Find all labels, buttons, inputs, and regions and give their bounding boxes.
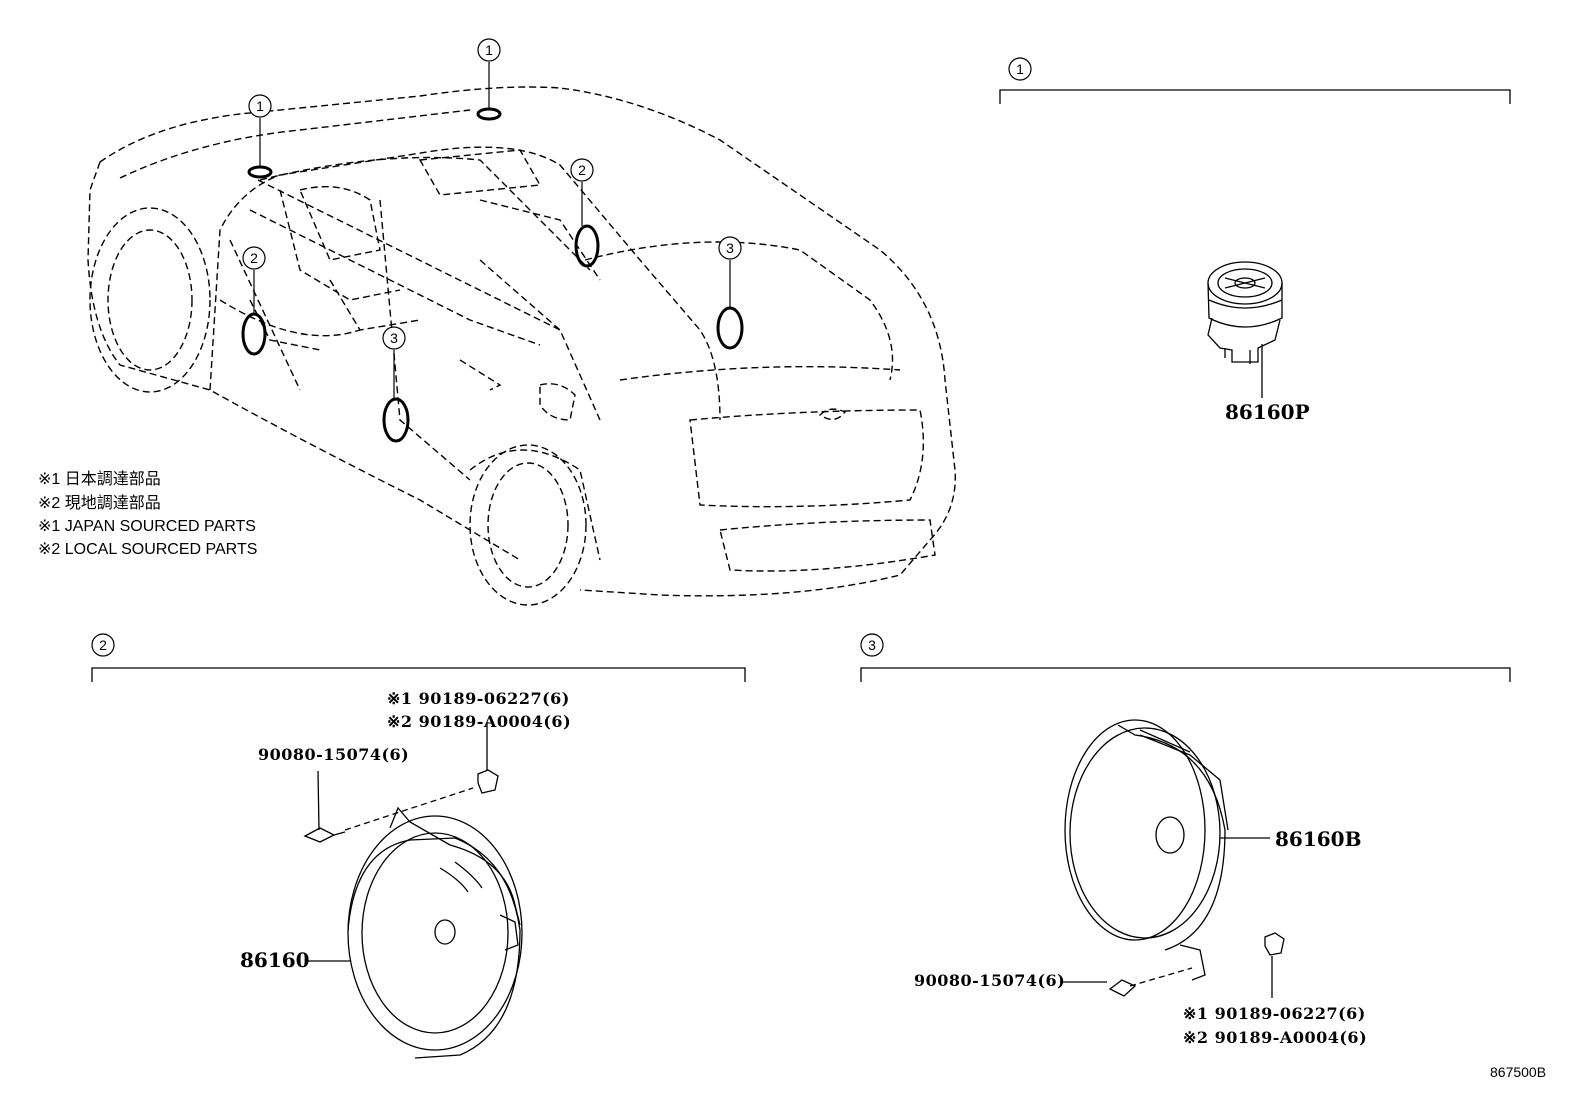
clip-part-local-rear[interactable]: ※2 90189-A0004(6) bbox=[1183, 1028, 1368, 1047]
group-brackets bbox=[91, 89, 1511, 682]
car-outline bbox=[87, 86, 956, 606]
note-japan-en: ※1 JAPAN SOURCED PARTS bbox=[38, 518, 256, 535]
group1-bracket bbox=[999, 89, 1511, 104]
svg-text:1: 1 bbox=[1016, 61, 1024, 77]
svg-text:2: 2 bbox=[99, 637, 107, 653]
part-number-86160B[interactable]: 86160B bbox=[1275, 827, 1362, 851]
group3-callout: 3 bbox=[860, 633, 884, 657]
note-local-en: ※2 LOCAL SOURCED PARTS bbox=[38, 541, 258, 558]
group2-bracket bbox=[91, 667, 746, 682]
callout-leaders bbox=[253, 62, 731, 399]
marker-rear-door-left bbox=[382, 397, 410, 443]
marker-rear-door-right bbox=[716, 306, 744, 350]
note-local-jp: ※2 現地調達部品 bbox=[38, 495, 161, 512]
svg-text:2: 2 bbox=[250, 250, 258, 266]
svg-text:3: 3 bbox=[868, 637, 876, 653]
speaker-markers bbox=[241, 107, 744, 443]
marker-tweeter-left bbox=[247, 165, 273, 179]
callout-1-a: 1 bbox=[248, 94, 272, 118]
callout-2-a: 2 bbox=[242, 246, 266, 270]
group-callouts: 1 2 3 bbox=[91, 57, 1032, 657]
svg-text:3: 3 bbox=[726, 240, 734, 256]
callout-2-b: 2 bbox=[570, 158, 594, 182]
front-speaker-drawing bbox=[303, 722, 523, 1059]
group2-callout: 2 bbox=[91, 633, 115, 657]
group1-callout: 1 bbox=[1008, 57, 1032, 81]
callout-3-a: 3 bbox=[382, 326, 406, 350]
note-japan-jp: ※1 日本調達部品 bbox=[38, 471, 161, 488]
svg-text:1: 1 bbox=[485, 42, 493, 58]
part-number-86160P[interactable]: 86160P bbox=[1225, 400, 1310, 424]
svg-text:3: 3 bbox=[390, 330, 398, 346]
marker-front-door-left bbox=[241, 312, 267, 356]
marker-tweeter-right bbox=[476, 107, 502, 121]
svg-text:1: 1 bbox=[256, 98, 264, 114]
bolt-part-rear[interactable]: 90080-15074(6) bbox=[914, 971, 1066, 990]
callouts: 1 1 2 2 3 3 bbox=[242, 38, 742, 350]
bolt-part-front[interactable]: 90080-15074(6) bbox=[258, 745, 410, 764]
clip-part-jp-front[interactable]: ※1 90189-06227(6) bbox=[387, 689, 570, 708]
diagram-reference-code: 867500B bbox=[1490, 1064, 1547, 1080]
tweeter-drawing bbox=[1207, 261, 1283, 398]
group3-bracket bbox=[860, 667, 1511, 682]
rear-speaker-drawing bbox=[1060, 719, 1285, 998]
callout-1-b: 1 bbox=[477, 38, 501, 62]
callout-3-b: 3 bbox=[718, 236, 742, 260]
svg-text:2: 2 bbox=[578, 162, 586, 178]
clip-part-local-front[interactable]: ※2 90189-A0004(6) bbox=[387, 712, 572, 731]
clip-part-jp-rear[interactable]: ※1 90189-06227(6) bbox=[1183, 1004, 1366, 1023]
part-number-86160[interactable]: 86160 bbox=[240, 948, 310, 972]
marker-front-door-right bbox=[574, 224, 600, 268]
